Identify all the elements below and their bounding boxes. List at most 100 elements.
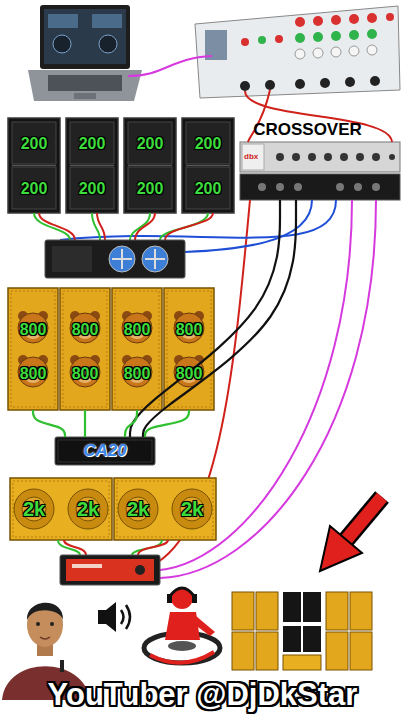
speaker-800-cabinet (8, 288, 58, 410)
crossover-unit (258, 183, 266, 191)
speaker-cabinet: 800800 (60, 288, 110, 410)
crossover-unit (240, 174, 400, 200)
crossover-unit (356, 153, 364, 161)
speaker-stack (256, 592, 278, 630)
amplifier (145, 249, 165, 269)
red-arrow (320, 526, 362, 571)
crossover-unit (372, 183, 380, 191)
wire (39, 213, 75, 240)
crossover-unit: CROSSOVER (240, 142, 400, 200)
mixer (295, 33, 305, 43)
power-rating: 200 (66, 136, 118, 152)
laptop (74, 93, 96, 99)
dj-icon (192, 594, 197, 603)
device-heading: CROSSOVER (250, 121, 365, 138)
speaker-stack (232, 592, 372, 670)
mixer (386, 13, 394, 21)
power-rating: 800 (112, 366, 162, 382)
mixer (367, 29, 377, 39)
power-rating: 200 (8, 181, 60, 197)
speaker-stack (326, 632, 348, 670)
amplifier (45, 240, 185, 278)
cable (33, 410, 65, 437)
crossover-unit (324, 153, 332, 161)
mixer (313, 32, 323, 42)
speaker-2k-cabinet (114, 478, 216, 540)
amplifier (142, 246, 168, 272)
wire (92, 213, 100, 240)
person-photo (40, 637, 50, 639)
wire (128, 56, 212, 76)
mixer (345, 77, 355, 87)
power-rating: 200 (8, 136, 60, 152)
mixer (195, 6, 400, 98)
speaker-icon (121, 610, 124, 624)
power-rating: 2k (12, 499, 56, 519)
mixer (240, 81, 250, 91)
dj-icon (144, 587, 220, 663)
amplifier (66, 559, 154, 581)
crossover-unit (389, 154, 395, 160)
dj-icon (171, 587, 193, 609)
speaker-200-cabinet (8, 118, 60, 213)
wire (132, 540, 162, 555)
speaker-800-cabinet (112, 288, 162, 410)
dj-icon (165, 612, 200, 640)
cable (145, 410, 189, 437)
mixer (313, 48, 323, 58)
wire (135, 213, 155, 240)
crossover-unit (292, 153, 300, 161)
laptop (53, 35, 71, 53)
mixer (331, 47, 341, 57)
crossover-unit (354, 183, 362, 191)
power-rating: 800 (164, 366, 214, 382)
speaker-stack (303, 626, 321, 652)
amplifier (72, 564, 102, 568)
speaker-cabinet: 2k 2k (10, 478, 112, 540)
power-rating: 200 (182, 181, 234, 197)
power-rating: 800 (60, 322, 110, 338)
speaker-2k-cabinet (10, 478, 112, 540)
amplifier (135, 565, 145, 575)
wire (165, 213, 213, 240)
brand-label: dbx (244, 153, 258, 161)
mixer (367, 13, 377, 23)
person-photo (50, 622, 54, 626)
power-rating: 800 (164, 322, 214, 338)
wire (138, 540, 168, 555)
speaker-cabinet: 2k2k (114, 478, 216, 540)
laptop (44, 9, 126, 64)
mixer (241, 38, 249, 46)
power-rating: 800 (8, 322, 58, 338)
mixer (295, 49, 305, 59)
laptop (48, 75, 122, 91)
cable (84, 410, 86, 437)
mixer (258, 36, 266, 44)
cable (130, 200, 280, 437)
person-photo (60, 660, 64, 672)
speaker-cabinet: 800800 (8, 288, 58, 410)
crossover-unit (336, 183, 344, 191)
dj-icon (150, 652, 214, 663)
amplifier (109, 246, 135, 272)
mixer (295, 79, 305, 89)
crossover-unit (276, 183, 284, 191)
power-rating: 2k (66, 499, 110, 519)
crossover-unit (242, 144, 264, 170)
dj-icon (167, 594, 172, 603)
wire (58, 540, 168, 555)
speaker-800-cabinet (8, 288, 214, 410)
speaker-stack (232, 592, 254, 630)
person-photo (27, 603, 63, 620)
mixer (295, 17, 305, 27)
amplifier (60, 555, 160, 585)
amplifier (112, 249, 132, 269)
red-arrow (346, 497, 382, 540)
speaker-200-cabinet (182, 118, 234, 213)
wire (34, 213, 213, 240)
power-rating: 200 (66, 181, 118, 197)
cable (125, 410, 137, 437)
speaker-cabinet: 800 800 (164, 288, 214, 410)
